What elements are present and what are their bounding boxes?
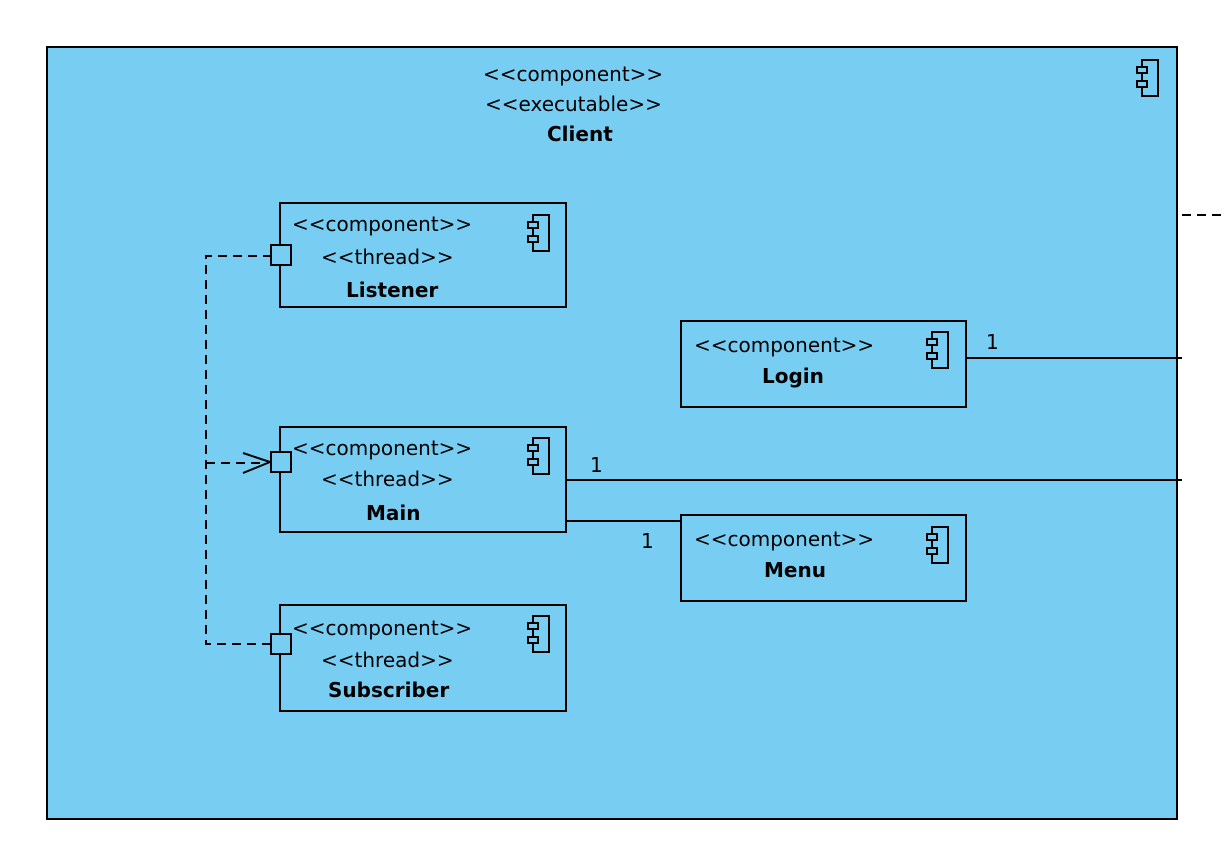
client-stereotype-component: <<component>> [483, 62, 664, 86]
client-component[interactable] [46, 46, 1178, 820]
login-stereotype-component: <<component>> [694, 333, 875, 357]
component-icon [1136, 59, 1159, 97]
listener-stereotype-thread: <<thread>> [321, 245, 454, 269]
main-multiplicity: 1 [590, 453, 603, 477]
dashed-dependency-listener [205, 255, 272, 645]
component-icon [926, 526, 949, 564]
login-component[interactable] [680, 320, 967, 408]
main-stereotype-thread: <<thread>> [321, 467, 454, 491]
component-icon [926, 331, 949, 369]
main-component[interactable] [279, 426, 567, 533]
subscriber-stereotype-thread: <<thread>> [321, 648, 454, 672]
menu-component[interactable] [680, 514, 967, 602]
subscriber-stereotype-component: <<component>> [292, 616, 473, 640]
subscriber-name: Subscriber [328, 678, 450, 702]
subscriber-port[interactable] [270, 633, 292, 655]
client-stereotype-executable: <<executable>> [485, 92, 662, 116]
login-name: Login [762, 364, 824, 388]
main-name: Main [366, 501, 421, 525]
client-name: Client [547, 122, 613, 146]
listener-port[interactable] [270, 244, 292, 266]
listener-component[interactable] [279, 202, 567, 308]
menu-multiplicity: 1 [641, 529, 654, 553]
component-icon [527, 214, 550, 252]
login-multiplicity: 1 [986, 330, 999, 354]
listener-stereotype-component: <<component>> [292, 212, 473, 236]
menu-name: Menu [764, 558, 826, 582]
main-stereotype-component: <<component>> [292, 436, 473, 460]
listener-name: Listener [346, 278, 439, 302]
menu-stereotype-component: <<component>> [694, 527, 875, 551]
component-icon [527, 437, 550, 475]
main-port[interactable] [270, 451, 292, 473]
component-icon [527, 615, 550, 653]
subscriber-component[interactable] [279, 604, 567, 712]
